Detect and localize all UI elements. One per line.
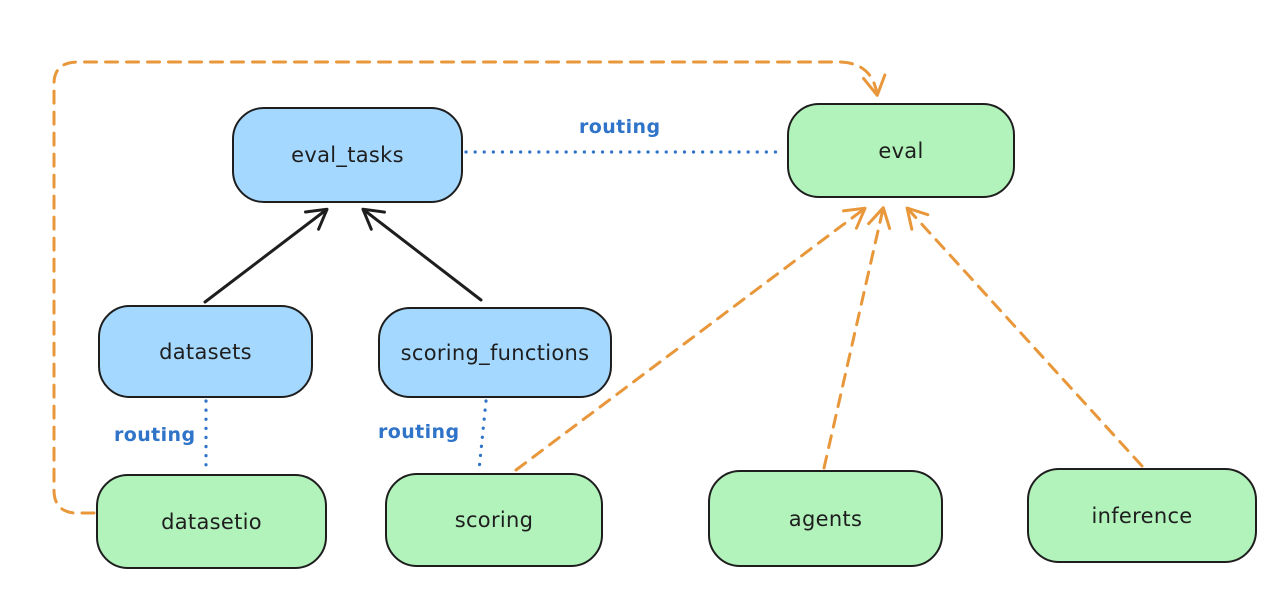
node-eval: eval xyxy=(787,103,1015,198)
edge-scoring-functions-to-eval-tasks xyxy=(361,207,483,302)
edge-label-routing-top: routing xyxy=(579,116,661,138)
edge-label-routing-datasets: routing xyxy=(114,424,196,446)
node-datasetio: datasetio xyxy=(96,474,327,569)
node-scoring-functions: scoring_functions xyxy=(378,307,612,398)
node-scoring-label: scoring xyxy=(454,508,534,532)
node-eval-tasks-label: eval_tasks xyxy=(291,143,404,167)
node-inference: inference xyxy=(1027,468,1257,563)
node-scoring: scoring xyxy=(385,473,603,567)
edge-scoring-to-eval xyxy=(514,206,867,472)
node-eval-tasks: eval_tasks xyxy=(232,107,463,203)
node-agents: agents xyxy=(708,470,943,567)
edge-datasetio-to-eval xyxy=(52,60,887,515)
node-datasetio-label: datasetio xyxy=(161,509,262,534)
edge-agents-to-eval xyxy=(822,206,892,470)
edge-scoring-functions-to-scoring-routing xyxy=(477,399,488,472)
node-scoring-functions-label: scoring_functions xyxy=(400,340,590,365)
edge-inference-to-eval xyxy=(905,206,1144,468)
node-inference-label: inference xyxy=(1091,503,1193,528)
edge-datasets-to-eval-tasks xyxy=(203,207,329,304)
edge-label-routing-scoring: routing xyxy=(378,421,460,443)
node-datasets-label: datasets xyxy=(159,339,252,364)
node-datasets: datasets xyxy=(98,305,313,398)
node-eval-label: eval xyxy=(878,138,924,163)
node-agents-label: agents xyxy=(788,506,863,531)
